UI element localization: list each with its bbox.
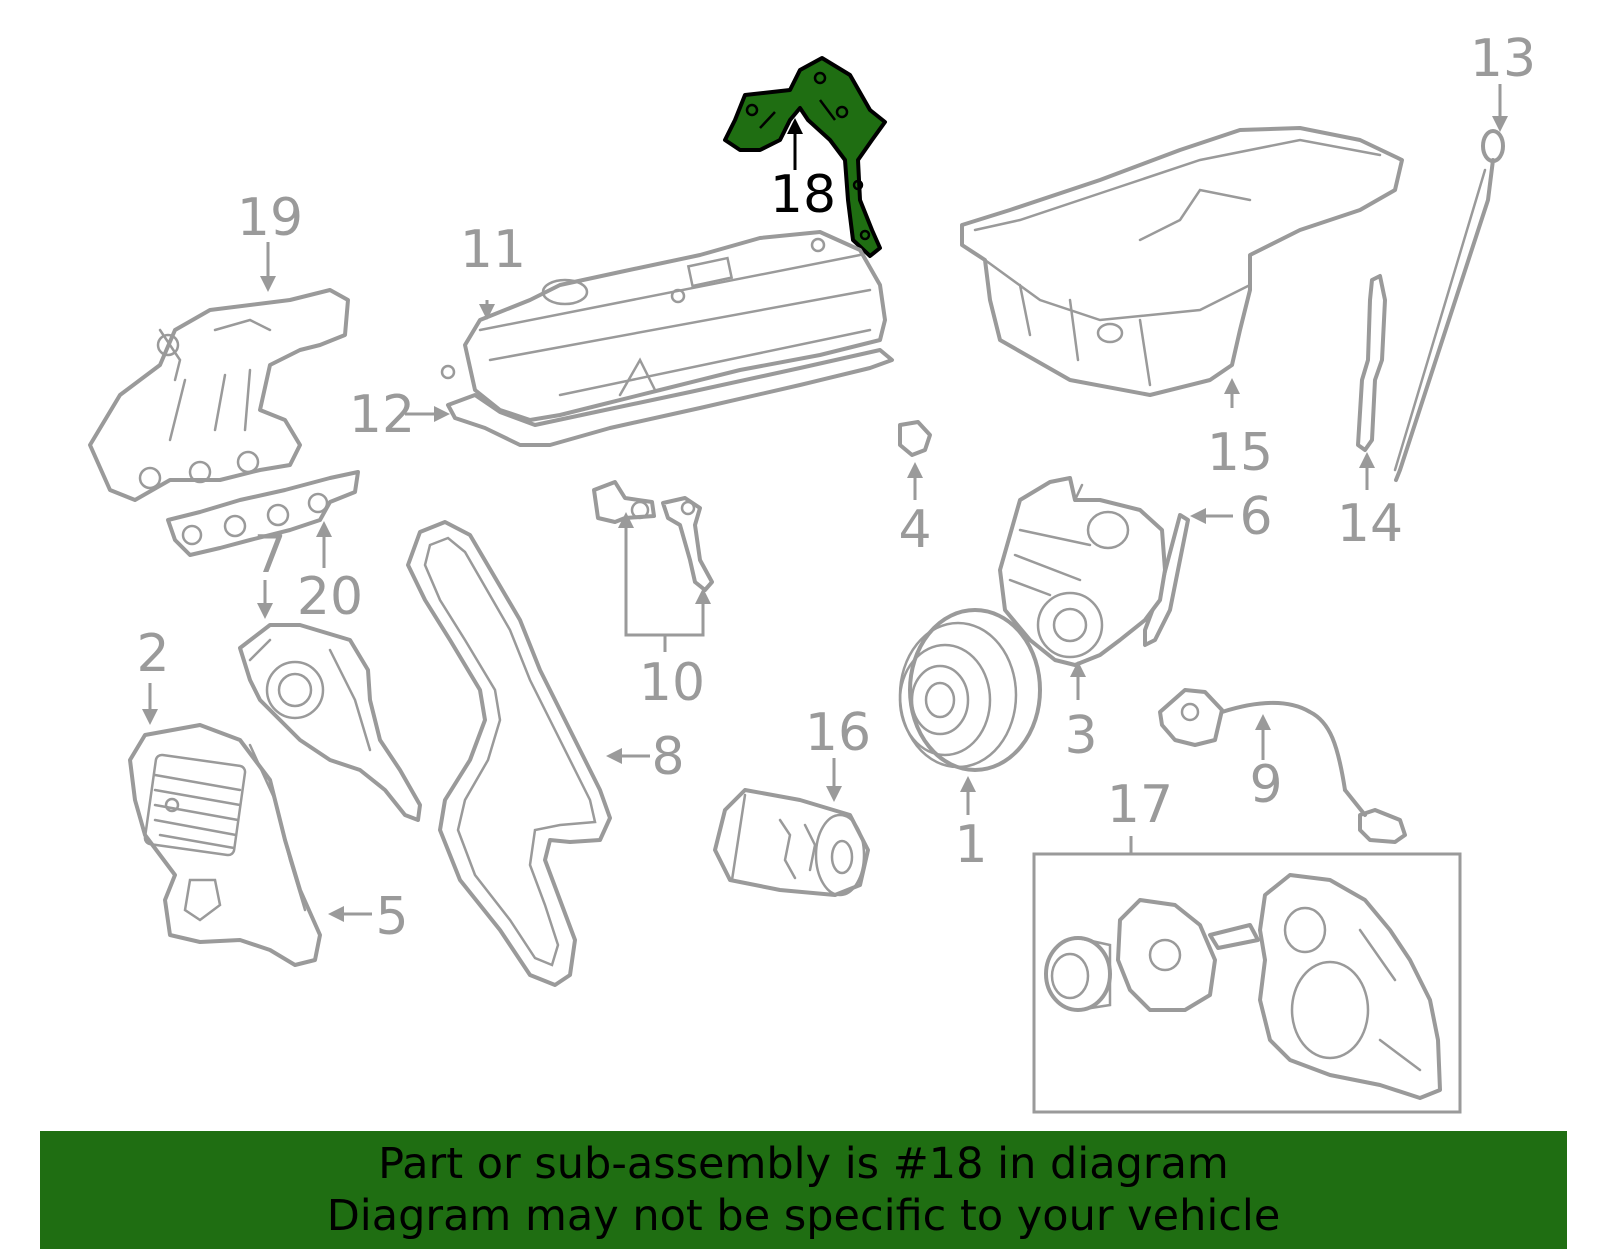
info-banner: Part or sub-assembly is #18 in diagram D… [40, 1131, 1567, 1249]
part-16-oil-filter[interactable] [713, 788, 870, 897]
callout-18[interactable]: 18 [770, 165, 836, 225]
callout-1[interactable]: 1 [954, 815, 987, 875]
part-14-dipstick-tube[interactable] [1356, 274, 1387, 452]
part-20-manifold-gasket[interactable] [166, 470, 360, 557]
part-15-oil-pan[interactable] [960, 126, 1404, 397]
callout-10[interactable]: 10 [639, 653, 705, 713]
callout-20[interactable]: 20 [297, 567, 363, 627]
part-4-plug[interactable] [898, 420, 932, 457]
part-8-timing-belt[interactable] [406, 520, 612, 987]
callout-3[interactable]: 3 [1064, 706, 1097, 766]
part-13-dipstick[interactable] [1393, 129, 1505, 482]
callout-13[interactable]: 13 [1470, 29, 1536, 89]
part-19-intake-manifold[interactable] [88, 288, 350, 502]
callout-6[interactable]: 6 [1239, 487, 1272, 547]
callout-12[interactable]: 12 [349, 385, 415, 445]
part-10-sensors[interactable] [592, 480, 714, 592]
callout-16[interactable]: 16 [805, 703, 871, 763]
callout-4[interactable]: 4 [898, 500, 931, 560]
part-3-pump-assembly[interactable] [998, 476, 1167, 667]
part-9-sensor[interactable] [1158, 688, 1407, 844]
callout-5[interactable]: 5 [375, 887, 408, 947]
callout-9[interactable]: 9 [1249, 755, 1282, 815]
part-7-timing-cover[interactable] [238, 623, 422, 822]
part-1-crank-pulley[interactable] [898, 608, 1042, 772]
parts-diagram: 18 19 20 11 12 [88, 29, 1536, 1114]
part-17-assembly-box[interactable] [1032, 852, 1462, 1114]
callout-14[interactable]: 14 [1337, 494, 1403, 554]
part-18-gasket[interactable] [723, 56, 887, 258]
callout-2[interactable]: 2 [136, 624, 169, 684]
callout-8[interactable]: 8 [651, 727, 684, 787]
part-17-oil-pump-assembly [1044, 873, 1442, 1100]
callout-19[interactable]: 19 [237, 188, 303, 248]
part-11-valve-cover[interactable] [463, 230, 887, 422]
banner-line-1: Part or sub-assembly is #18 in diagram [378, 1139, 1229, 1189]
part-12-valve-cover-gasket[interactable] [440, 348, 894, 447]
banner-line-2: Diagram may not be specific to your vehi… [326, 1191, 1281, 1241]
callout-17[interactable]: 17 [1107, 775, 1173, 835]
callout-7[interactable]: 7 [253, 525, 286, 585]
callout-15[interactable]: 15 [1207, 423, 1273, 483]
part-2-timing-cover[interactable] [128, 723, 322, 967]
callout-11[interactable]: 11 [460, 220, 526, 280]
